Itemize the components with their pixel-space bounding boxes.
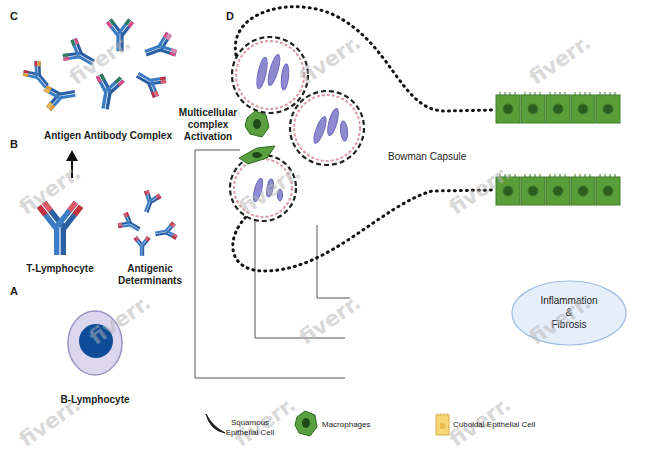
antibody-cluster-art <box>20 58 55 94</box>
bracket-lines <box>195 150 350 378</box>
cuboidal-row <box>503 186 513 196</box>
antigenic-determinants-art <box>116 210 144 237</box>
antibody-cluster: Antigen Antibody Complex <box>20 4 196 142</box>
glomerulus <box>311 115 328 144</box>
cuboidal-row <box>528 186 538 196</box>
legend-macrophage-icon <box>295 411 317 436</box>
cuboidal-row <box>546 95 570 123</box>
macrophage <box>245 111 269 137</box>
glomerulus <box>340 121 349 142</box>
macrophage <box>239 146 275 164</box>
legend-entry: Squamous Epithelial Cell <box>222 418 278 438</box>
cell-label: T-Lymphocyte <box>26 263 93 275</box>
glomerulus <box>290 91 364 165</box>
cuboidal-row <box>596 177 620 205</box>
glomerulus <box>290 91 364 165</box>
cuboidal-row <box>521 177 545 205</box>
panel-letter: A <box>10 285 18 297</box>
glomerulus <box>326 107 341 136</box>
antigenic-determinants-art <box>138 189 163 216</box>
legend-squamous-icon <box>206 414 225 433</box>
up-arrow <box>66 150 78 161</box>
antigenic-determinants-art <box>116 189 178 256</box>
antibody-cluster-art <box>91 72 126 111</box>
watermark: fiverr. <box>295 30 365 89</box>
node-text: Antigen Antibody Complex <box>44 130 172 142</box>
legend-cuboidal-icon <box>438 413 447 415</box>
glomerulus <box>266 54 283 87</box>
bracket-lines <box>195 150 345 378</box>
legend-squamous-icon <box>206 414 225 433</box>
antigenic-determinants-art <box>133 236 150 256</box>
cuboidal-row <box>500 92 615 95</box>
cuboidal-row <box>571 177 595 205</box>
antibody-cluster-art <box>141 30 179 65</box>
cuboidal-row <box>496 92 620 123</box>
cuboidal-row <box>528 104 538 114</box>
antibody-cluster-art <box>131 64 168 100</box>
macrophage <box>245 111 269 137</box>
glomerulus <box>232 37 308 113</box>
panel-letter: B <box>10 138 18 150</box>
legend-cuboidal-icon <box>440 423 446 429</box>
legend-macrophage-icon <box>295 411 317 436</box>
legend-text: Cuboidal Epithelial Cell <box>453 420 573 430</box>
cuboidal-row <box>546 177 570 205</box>
cuboidal-row <box>503 104 513 114</box>
macrophage <box>253 119 261 129</box>
watermark: fiverr. <box>295 290 365 349</box>
panel-letter: C <box>10 10 18 22</box>
cuboidal-row <box>500 174 615 177</box>
legend-entry: Macrophages <box>322 420 402 430</box>
watermark: fiverr. <box>525 30 595 89</box>
watermark: fiverr. <box>15 392 85 451</box>
legend-text: Macrophages <box>322 420 402 430</box>
cuboidal-row <box>571 95 595 123</box>
glomerulus <box>294 95 360 161</box>
legend-entry: Cuboidal Epithelial Cell <box>453 420 573 430</box>
legend-text: Squamous Epithelial Cell <box>222 418 278 438</box>
panel-letter: D <box>226 10 234 22</box>
antigenic-determinants-art <box>154 221 179 243</box>
glomerulus <box>236 41 304 109</box>
glomerulus <box>280 64 290 91</box>
cuboidal-row <box>521 95 545 123</box>
cell-label: Antigenic Determinants <box>118 263 182 287</box>
cuboidal-row <box>578 186 588 196</box>
cuboidal-row <box>596 95 620 123</box>
glomerulus <box>232 37 308 113</box>
structure-label: Bowman Capsule <box>388 151 466 163</box>
cuboidal-row <box>553 104 563 114</box>
bowman-capsule-outline <box>233 7 495 271</box>
process-label: Multicellular complex Activation <box>179 107 237 143</box>
legend-macrophage-icon <box>302 418 310 428</box>
cuboidal-row <box>603 186 613 196</box>
antibody-cluster-art <box>20 19 179 112</box>
cuboidal-row <box>553 186 563 196</box>
cuboidal-row <box>578 104 588 114</box>
glomerulus <box>255 57 269 90</box>
cuboidal-row <box>603 104 613 114</box>
cuboidal-row <box>496 95 520 123</box>
bracket-lines <box>317 225 350 298</box>
macrophage <box>252 152 262 158</box>
macrophage <box>239 146 275 164</box>
